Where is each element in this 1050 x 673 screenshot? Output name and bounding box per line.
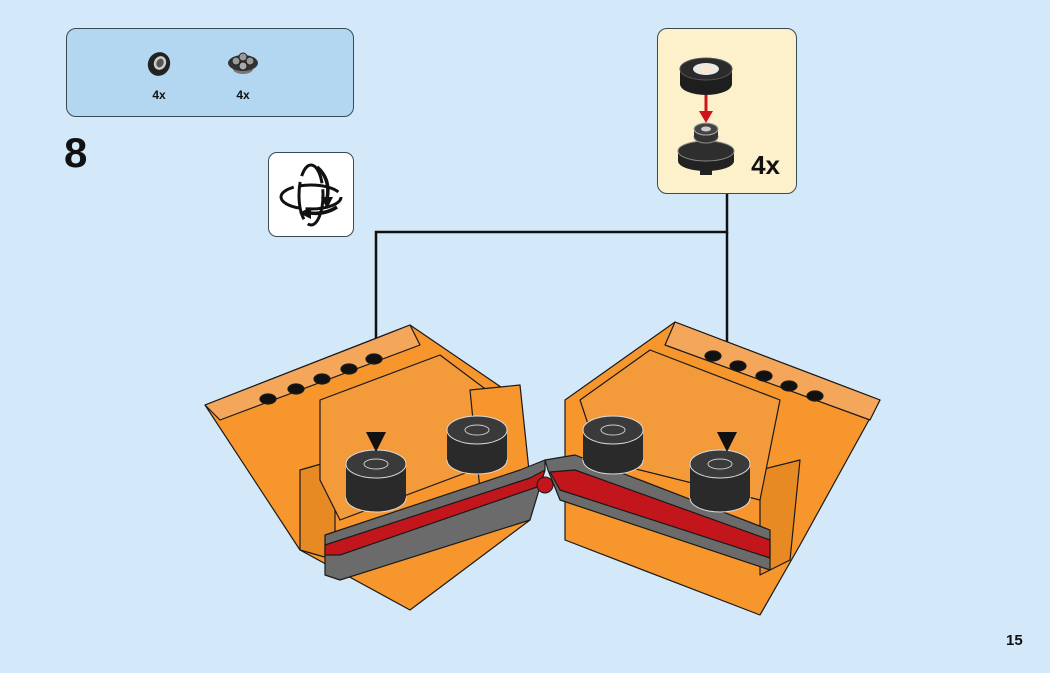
hinge-connector bbox=[536, 476, 554, 494]
round-plate-with-studs-icon bbox=[228, 52, 258, 74]
parts-list-item-round-plate: 4x bbox=[223, 47, 263, 102]
parts-list-qty: 4x bbox=[152, 88, 166, 102]
left-model-half bbox=[204, 324, 546, 611]
wheel-assembly bbox=[582, 415, 644, 475]
rotate-model-icon bbox=[279, 163, 343, 227]
sub-assembly-illustration bbox=[677, 57, 735, 175]
page-number: 15 bbox=[1006, 632, 1023, 649]
parts-list-qty: 4x bbox=[236, 88, 250, 102]
step-number: 8 bbox=[64, 129, 88, 176]
placement-arrow-icon bbox=[717, 432, 737, 452]
black-tire-icon bbox=[147, 52, 171, 76]
right-model-half bbox=[544, 321, 881, 616]
rotate-indicator bbox=[268, 152, 354, 237]
callout-connector bbox=[374, 194, 729, 440]
parts-list-item-tire: 4x bbox=[139, 47, 179, 102]
wheel-assembly bbox=[446, 415, 508, 475]
wheel-assembly bbox=[345, 449, 407, 513]
wheel-assembly bbox=[689, 449, 751, 513]
round-plate-with-studs-icon bbox=[677, 122, 735, 175]
parts-list-callout: 4x 4x bbox=[66, 28, 354, 117]
sub-assembly-quantity: 4x bbox=[751, 150, 780, 180]
black-tire-icon bbox=[679, 57, 733, 95]
assembly-arrow-icon bbox=[699, 95, 713, 123]
placement-arrow-icon bbox=[366, 432, 386, 452]
sub-assembly-callout: 4x bbox=[657, 28, 797, 194]
